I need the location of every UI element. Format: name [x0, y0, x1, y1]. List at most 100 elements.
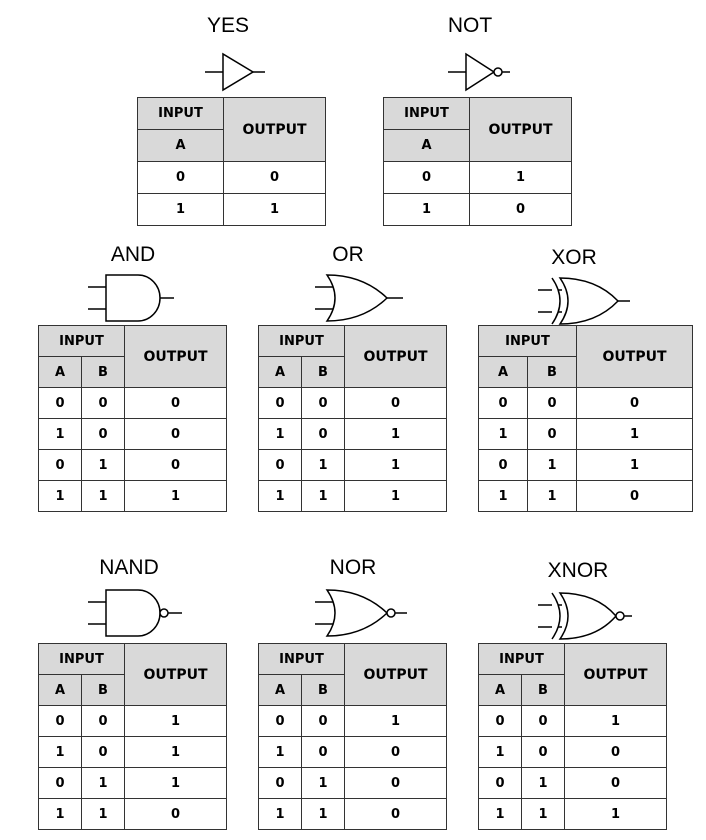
input-cell: 1: [478, 798, 522, 830]
input-cell: 0: [258, 387, 302, 419]
output-cell: 0: [124, 387, 228, 419]
input-cell: 1: [520, 798, 566, 830]
input-b-header: B: [300, 356, 346, 388]
output-header: OUTPUT: [223, 97, 326, 162]
output-cell: 0: [469, 193, 572, 226]
nor-gate-symbol-icon: [315, 589, 407, 637]
output-cell: 1: [564, 798, 668, 830]
input-cell: 0: [478, 387, 528, 419]
input-b-header: B: [80, 356, 126, 388]
output-cell: 0: [223, 161, 326, 194]
input-cell: 1: [258, 798, 302, 830]
output-cell: 0: [576, 480, 694, 512]
output-cell: 0: [344, 736, 448, 768]
input-header: INPUT: [257, 325, 346, 357]
input-header: INPUT: [137, 97, 224, 130]
input-cell: 0: [526, 387, 578, 419]
input-cell: 0: [300, 418, 346, 450]
input-b-header: B: [520, 674, 566, 706]
input-cell: 1: [383, 193, 470, 226]
output-cell: 0: [124, 418, 228, 450]
input-cell: 0: [383, 161, 470, 194]
input-b-header: B: [526, 356, 578, 388]
input-cell: 1: [526, 449, 578, 481]
not-gate-title: NOT: [447, 14, 493, 37]
input-cell: 1: [38, 480, 82, 512]
nand-gate-symbol-icon: [88, 589, 182, 637]
input-cell: 1: [520, 767, 566, 799]
xor-gate-title: XOR: [551, 246, 597, 269]
input-cell: 1: [300, 767, 346, 799]
input-cell: 0: [38, 767, 82, 799]
output-cell: 1: [124, 480, 228, 512]
input-cell: 1: [38, 736, 82, 768]
not-gate-symbol-icon: [448, 52, 510, 92]
input-cell: 0: [38, 449, 82, 481]
input-cell: 0: [258, 705, 302, 737]
xor-gate-symbol-icon: [538, 277, 630, 325]
input-header: INPUT: [37, 325, 126, 357]
output-cell: 1: [344, 705, 448, 737]
input-cell: 1: [478, 418, 528, 450]
output-cell: 0: [344, 387, 448, 419]
input-cell: 0: [478, 449, 528, 481]
input-a-header: A: [38, 674, 82, 706]
output-header: OUTPUT: [124, 643, 228, 706]
input-cell: 0: [478, 767, 522, 799]
output-cell: 1: [124, 705, 228, 737]
output-header: OUTPUT: [344, 643, 448, 706]
input-cell: 1: [478, 480, 528, 512]
input-names-row: A: [137, 129, 326, 162]
input-cell: 0: [80, 705, 126, 737]
output-cell: 1: [223, 193, 326, 226]
input-a-header: A: [383, 129, 470, 162]
input-a-header: A: [478, 674, 522, 706]
input-cell: 1: [258, 418, 302, 450]
and-gate-symbol-icon: [88, 274, 174, 322]
xnor-gate-title: XNOR: [547, 559, 609, 582]
input-a-header: A: [258, 356, 302, 388]
input-names-row: A: [383, 129, 572, 162]
yes-gate-title: YES: [206, 14, 250, 37]
input-cell: 1: [80, 449, 126, 481]
input-cell: 1: [258, 480, 302, 512]
input-a-header: A: [258, 674, 302, 706]
output-cell: 0: [564, 736, 668, 768]
output-cell: 1: [344, 449, 448, 481]
input-cell: 0: [80, 418, 126, 450]
input-cell: 0: [80, 736, 126, 768]
input-cell: 0: [258, 449, 302, 481]
input-cell: 0: [258, 767, 302, 799]
input-header: INPUT: [37, 643, 126, 675]
output-cell: 1: [124, 736, 228, 768]
input-cell: 0: [520, 705, 566, 737]
input-cell: 1: [38, 798, 82, 830]
input-b-header: B: [80, 674, 126, 706]
or-gate-title: OR: [332, 243, 364, 266]
